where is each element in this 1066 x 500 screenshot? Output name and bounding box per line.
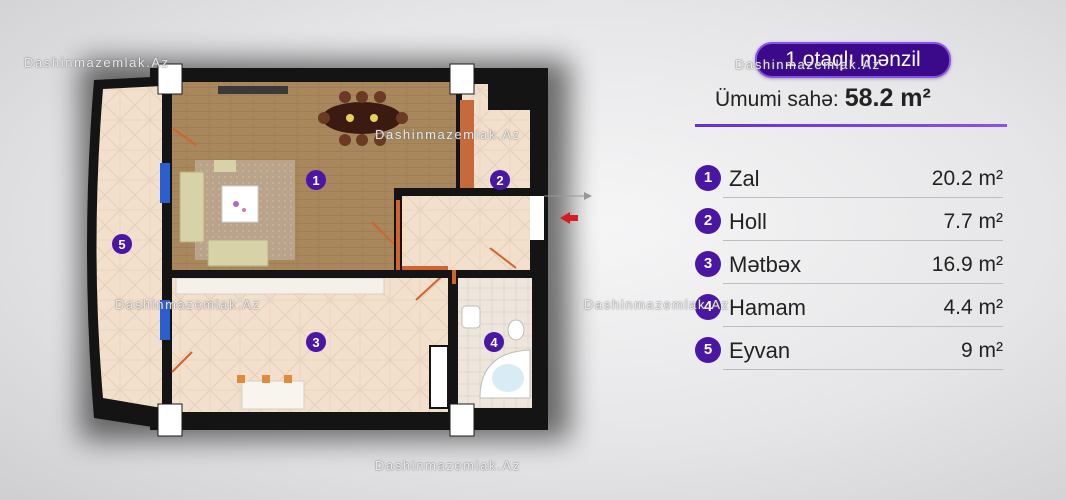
room-name: Mətbəx: [729, 252, 802, 277]
room-area: 9 m²: [961, 339, 1003, 362]
entrance-marker: [544, 192, 592, 224]
room-name: Hamam: [729, 295, 807, 320]
apartment-type-badge: 1 otaqlı mənzil: [755, 42, 951, 78]
svg-text:3: 3: [312, 335, 319, 350]
room-name: Zal: [729, 166, 760, 191]
room-name: Holl: [729, 209, 767, 234]
room-eyvan: [96, 86, 170, 408]
total-area-value: 58.2 m²: [844, 84, 931, 112]
row-divider: [723, 369, 1003, 370]
room-number-badge: 5: [695, 337, 721, 363]
svg-text:4: 4: [490, 335, 498, 350]
pillars: [157, 63, 475, 437]
room-marker-2: 2: [490, 170, 510, 190]
room-name: Eyvan: [729, 338, 791, 363]
svg-text:2: 2: [496, 173, 503, 188]
row-divider: [723, 240, 1003, 241]
room-marker-1: 1: [306, 170, 326, 190]
svg-text:5: 5: [118, 237, 125, 252]
room-row-metbex: 3 Mətbəx 16.9 m²: [695, 251, 1007, 284]
total-area-label: Ümumi sahə:: [715, 88, 839, 111]
door-accents: [396, 200, 456, 284]
room-number-badge: 1: [695, 165, 721, 191]
room-marker-5: 5: [112, 234, 132, 254]
room-markers: 1 2 3 4 5: [112, 170, 510, 352]
room-row-eyvan: 5 Eyvan 9 m²: [695, 337, 1007, 370]
svg-text:1: 1: [312, 173, 319, 188]
room-marker-3: 3: [306, 332, 326, 352]
row-divider: [723, 326, 1003, 327]
room-row-holl: 2 Holl 7.7 m²: [695, 208, 1007, 241]
room-number-badge: 4: [695, 294, 721, 320]
room-row-hamam: 4 Hamam 4.4 m²: [695, 294, 1007, 327]
room-number-badge: 3: [695, 251, 721, 277]
room-area: 4.4 m²: [943, 296, 1003, 319]
room-area: 20.2 m²: [931, 167, 1003, 190]
room-marker-4: 4: [484, 332, 504, 352]
divider: [695, 124, 1007, 127]
info-panel: 1 otaqlı mənzil Ümumi sahə:58.2 m² 1 Zal…: [695, 40, 1007, 380]
total-area: Ümumi sahə:58.2 m²: [715, 84, 1007, 120]
room-area: 16.9 m²: [931, 253, 1003, 276]
row-divider: [723, 197, 1003, 198]
row-divider: [723, 283, 1003, 284]
room-row-zal: 1 Zal 20.2 m²: [695, 165, 1007, 198]
room-area: 7.7 m²: [943, 210, 1003, 233]
room-number-badge: 2: [695, 208, 721, 234]
